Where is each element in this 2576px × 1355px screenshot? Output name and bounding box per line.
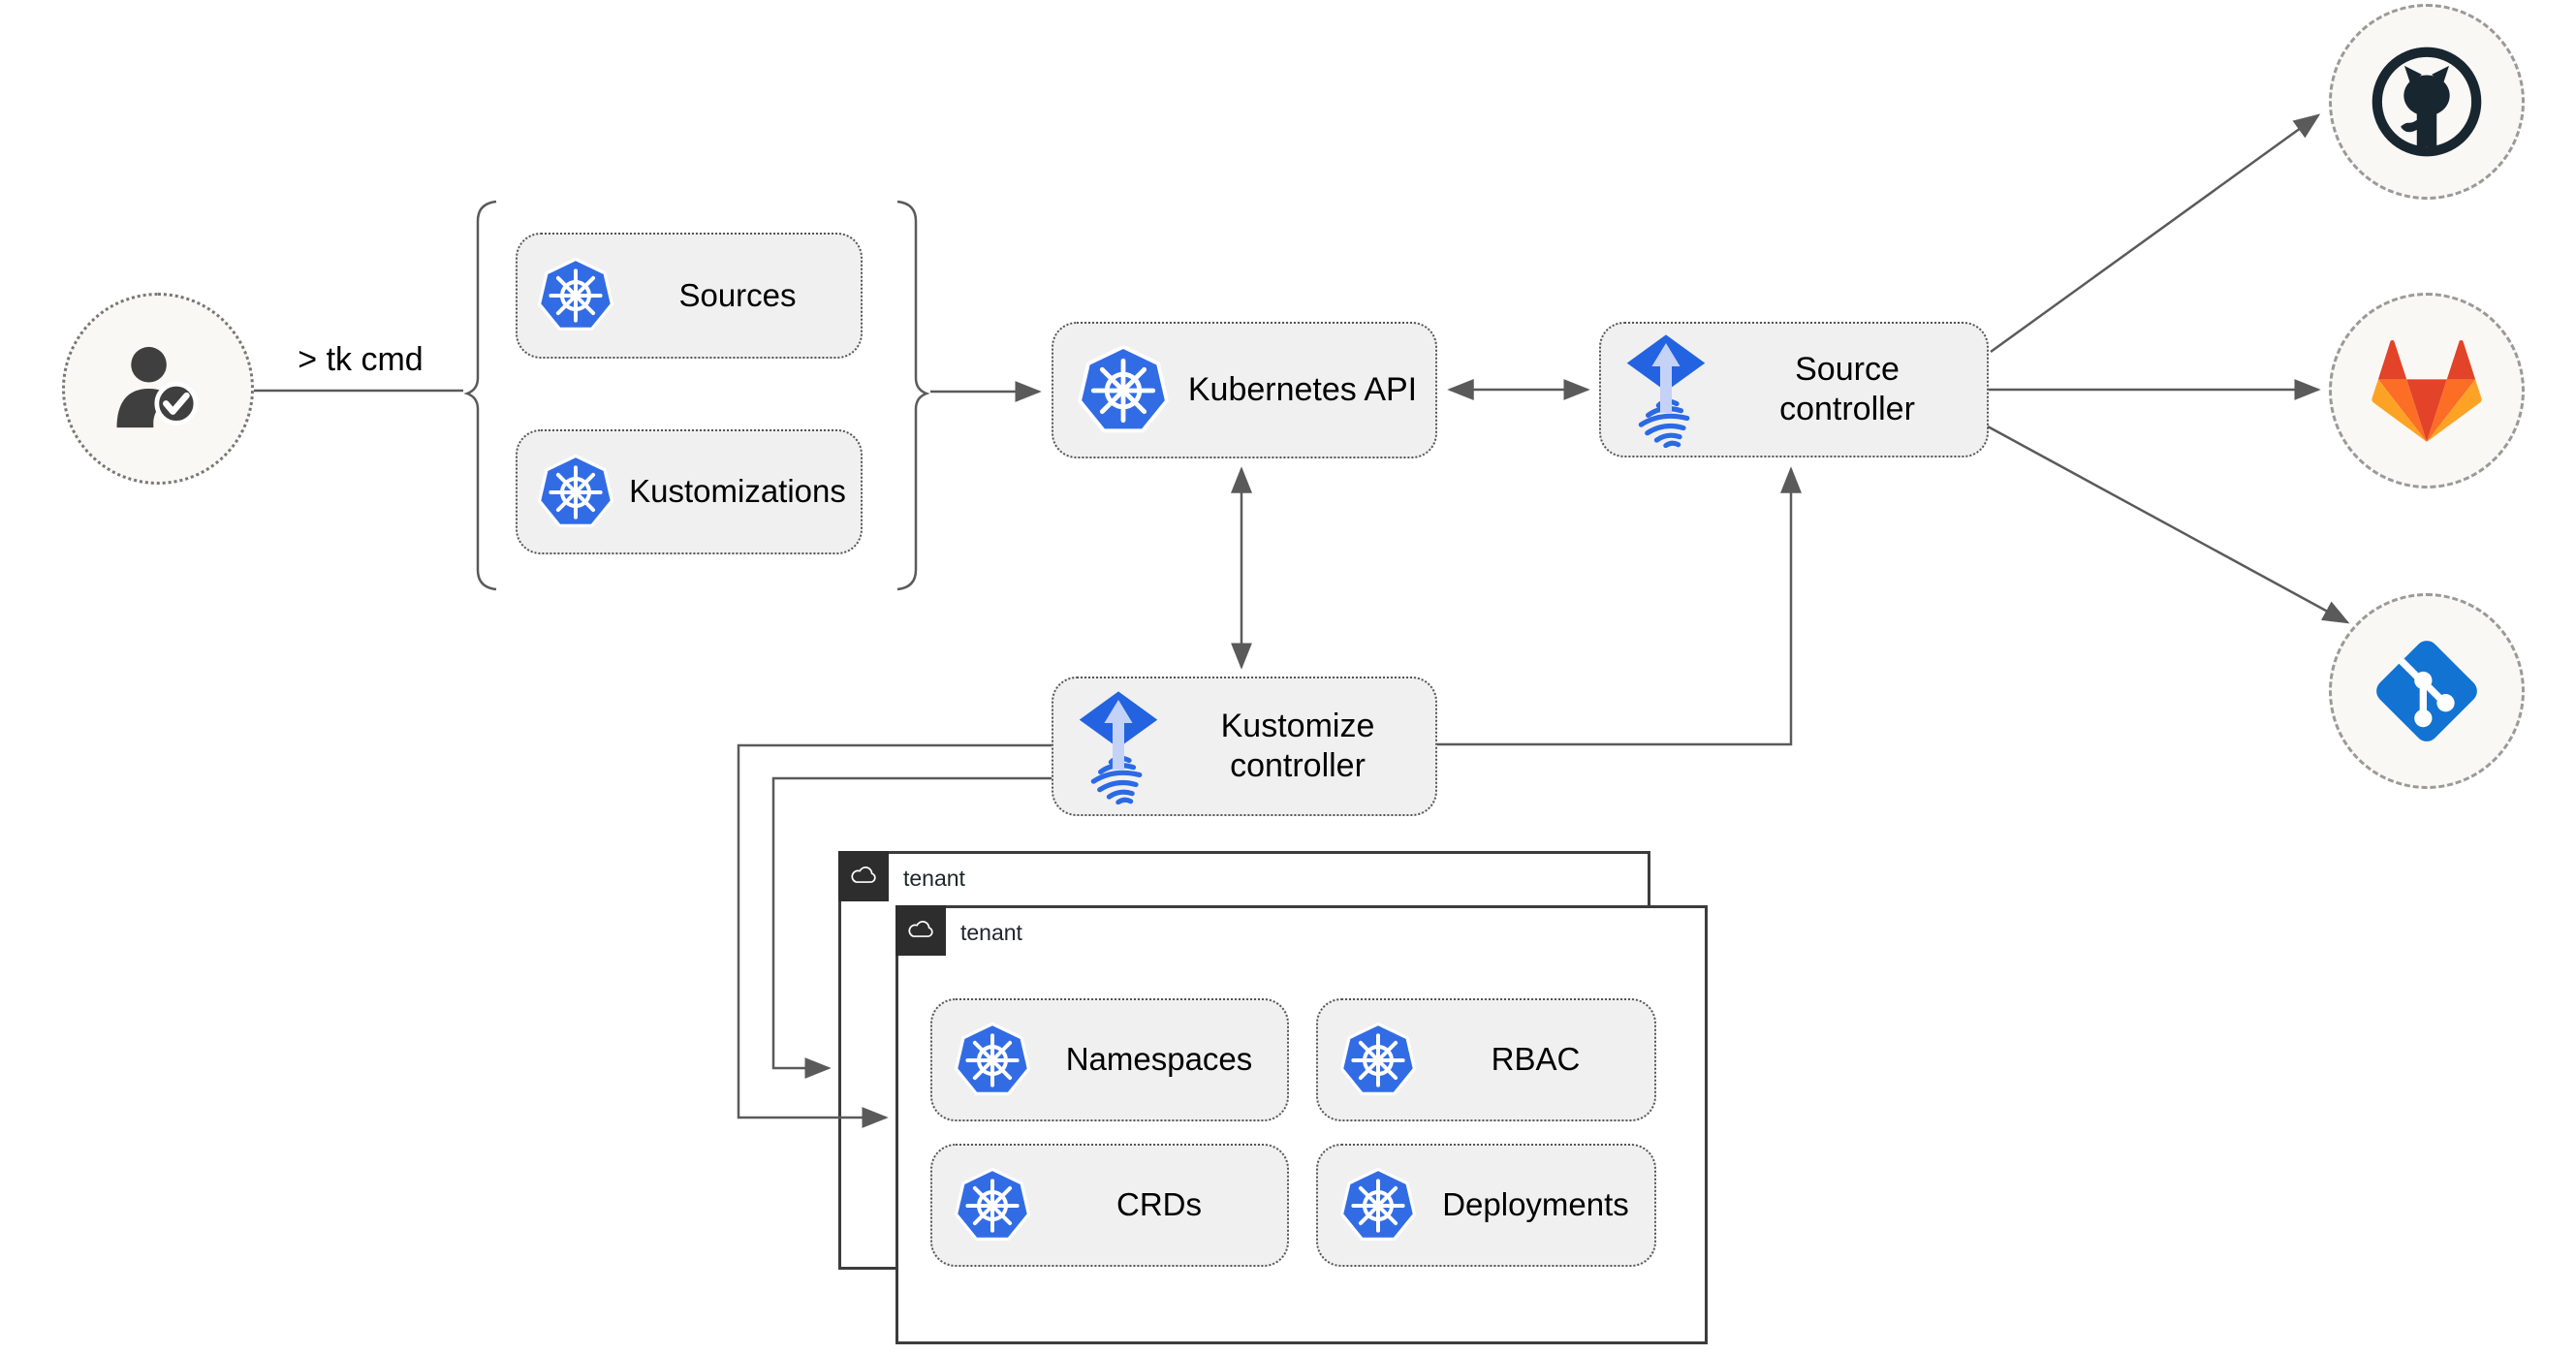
kubernetes-icon xyxy=(1339,1167,1417,1245)
kubernetes-icon xyxy=(1339,1022,1417,1099)
kubernetes-icon xyxy=(537,257,614,334)
kubernetes-icon xyxy=(1077,344,1170,437)
github-repository xyxy=(2329,4,2525,200)
kubernetes-icon xyxy=(954,1167,1031,1245)
deployments-node: Deployments xyxy=(1316,1144,1656,1267)
cloud-icon xyxy=(845,858,882,895)
flux-icon xyxy=(1077,688,1160,804)
gitlab-repository xyxy=(2329,293,2525,488)
kustomize-controller-label: Kustomize controller xyxy=(1220,707,1375,784)
kubernetes-icon xyxy=(537,454,614,531)
sources-node: Sources xyxy=(516,233,863,359)
source-controller-label: Source controller xyxy=(1779,350,1915,427)
kustomize-controller-node: Kustomize controller xyxy=(1052,677,1437,816)
edge-source-controller-to-git xyxy=(1987,425,2350,624)
rbac-label: RBAC xyxy=(1491,1041,1581,1078)
git-repository xyxy=(2329,593,2525,789)
rbac-node: RBAC xyxy=(1316,998,1656,1121)
tk-cmd-label: > tk cmd xyxy=(298,341,424,378)
tenant-back-label: tenant xyxy=(903,866,965,891)
group-brace-left xyxy=(463,200,497,591)
user-check-icon xyxy=(101,331,215,446)
sources-label: Sources xyxy=(678,276,797,313)
github-icon xyxy=(2365,40,2489,164)
kubernetes-api-label: Kubernetes API xyxy=(1187,370,1418,408)
namespace-tab xyxy=(838,851,889,901)
edge-kustomize-to-source-controller xyxy=(1437,466,1802,746)
namespace-tab xyxy=(895,905,946,956)
deployments-label: Deployments xyxy=(1442,1186,1629,1223)
kustomizations-label: Kustomizations xyxy=(629,473,846,510)
crds-node: CRDs xyxy=(930,1144,1289,1267)
user-avatar xyxy=(62,293,254,485)
group-brace-right xyxy=(896,200,930,591)
kubernetes-api-node: Kubernetes API xyxy=(1052,322,1437,458)
tenant-namespace-front: tenant xyxy=(895,905,1708,1344)
flux-icon xyxy=(1624,331,1708,448)
namespaces-label: Namespaces xyxy=(1065,1041,1253,1078)
cloud-icon xyxy=(902,912,939,949)
git-icon xyxy=(2368,632,2486,750)
tenant-front-label: tenant xyxy=(960,920,1022,945)
kustomizations-node: Kustomizations xyxy=(516,429,863,554)
gitlab-icon xyxy=(2371,337,2483,445)
crds-label: CRDs xyxy=(1116,1186,1202,1223)
namespaces-node: Namespaces xyxy=(930,998,1289,1121)
kubernetes-icon xyxy=(954,1022,1031,1099)
source-controller-node: Source controller xyxy=(1599,322,1989,457)
edge-source-controller-to-github xyxy=(1990,113,2321,354)
